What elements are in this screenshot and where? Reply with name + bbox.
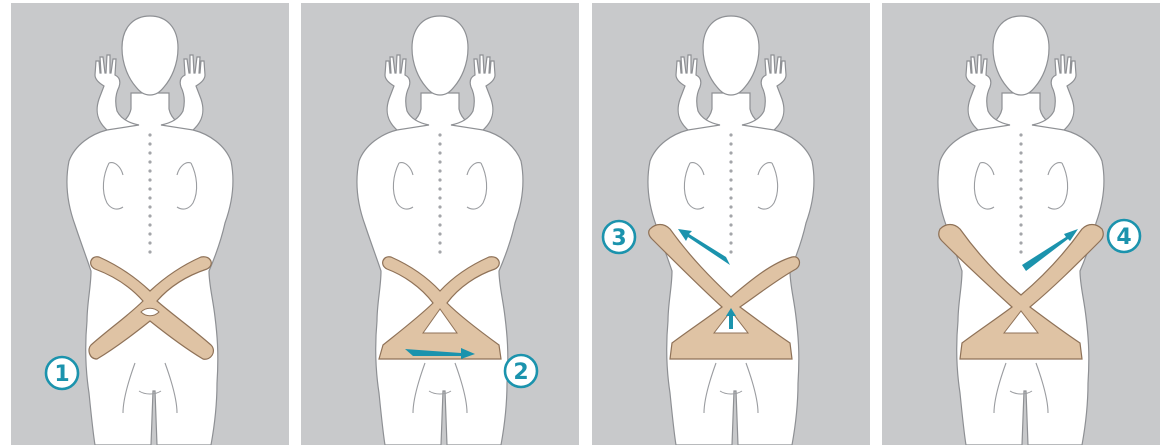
- svg-text:3: 3: [611, 226, 626, 251]
- step-3-panel: 3: [592, 3, 870, 445]
- step-2-badge: 2: [505, 355, 537, 387]
- human-back-figure: [938, 16, 1104, 445]
- human-back-figure: [357, 16, 523, 445]
- step-1-panel: 1: [11, 3, 289, 445]
- step-2-panel: 2: [301, 3, 579, 445]
- human-back-figure: [648, 16, 814, 445]
- step-1-badge: 1: [46, 357, 78, 389]
- svg-text:2: 2: [513, 360, 528, 385]
- step-4-panel: 4: [882, 3, 1160, 445]
- svg-text:4: 4: [1116, 225, 1131, 250]
- step-3-badge: 3: [603, 221, 635, 253]
- svg-text:1: 1: [54, 362, 69, 387]
- step-4-badge: 4: [1108, 220, 1140, 252]
- human-back-figure: [67, 16, 233, 445]
